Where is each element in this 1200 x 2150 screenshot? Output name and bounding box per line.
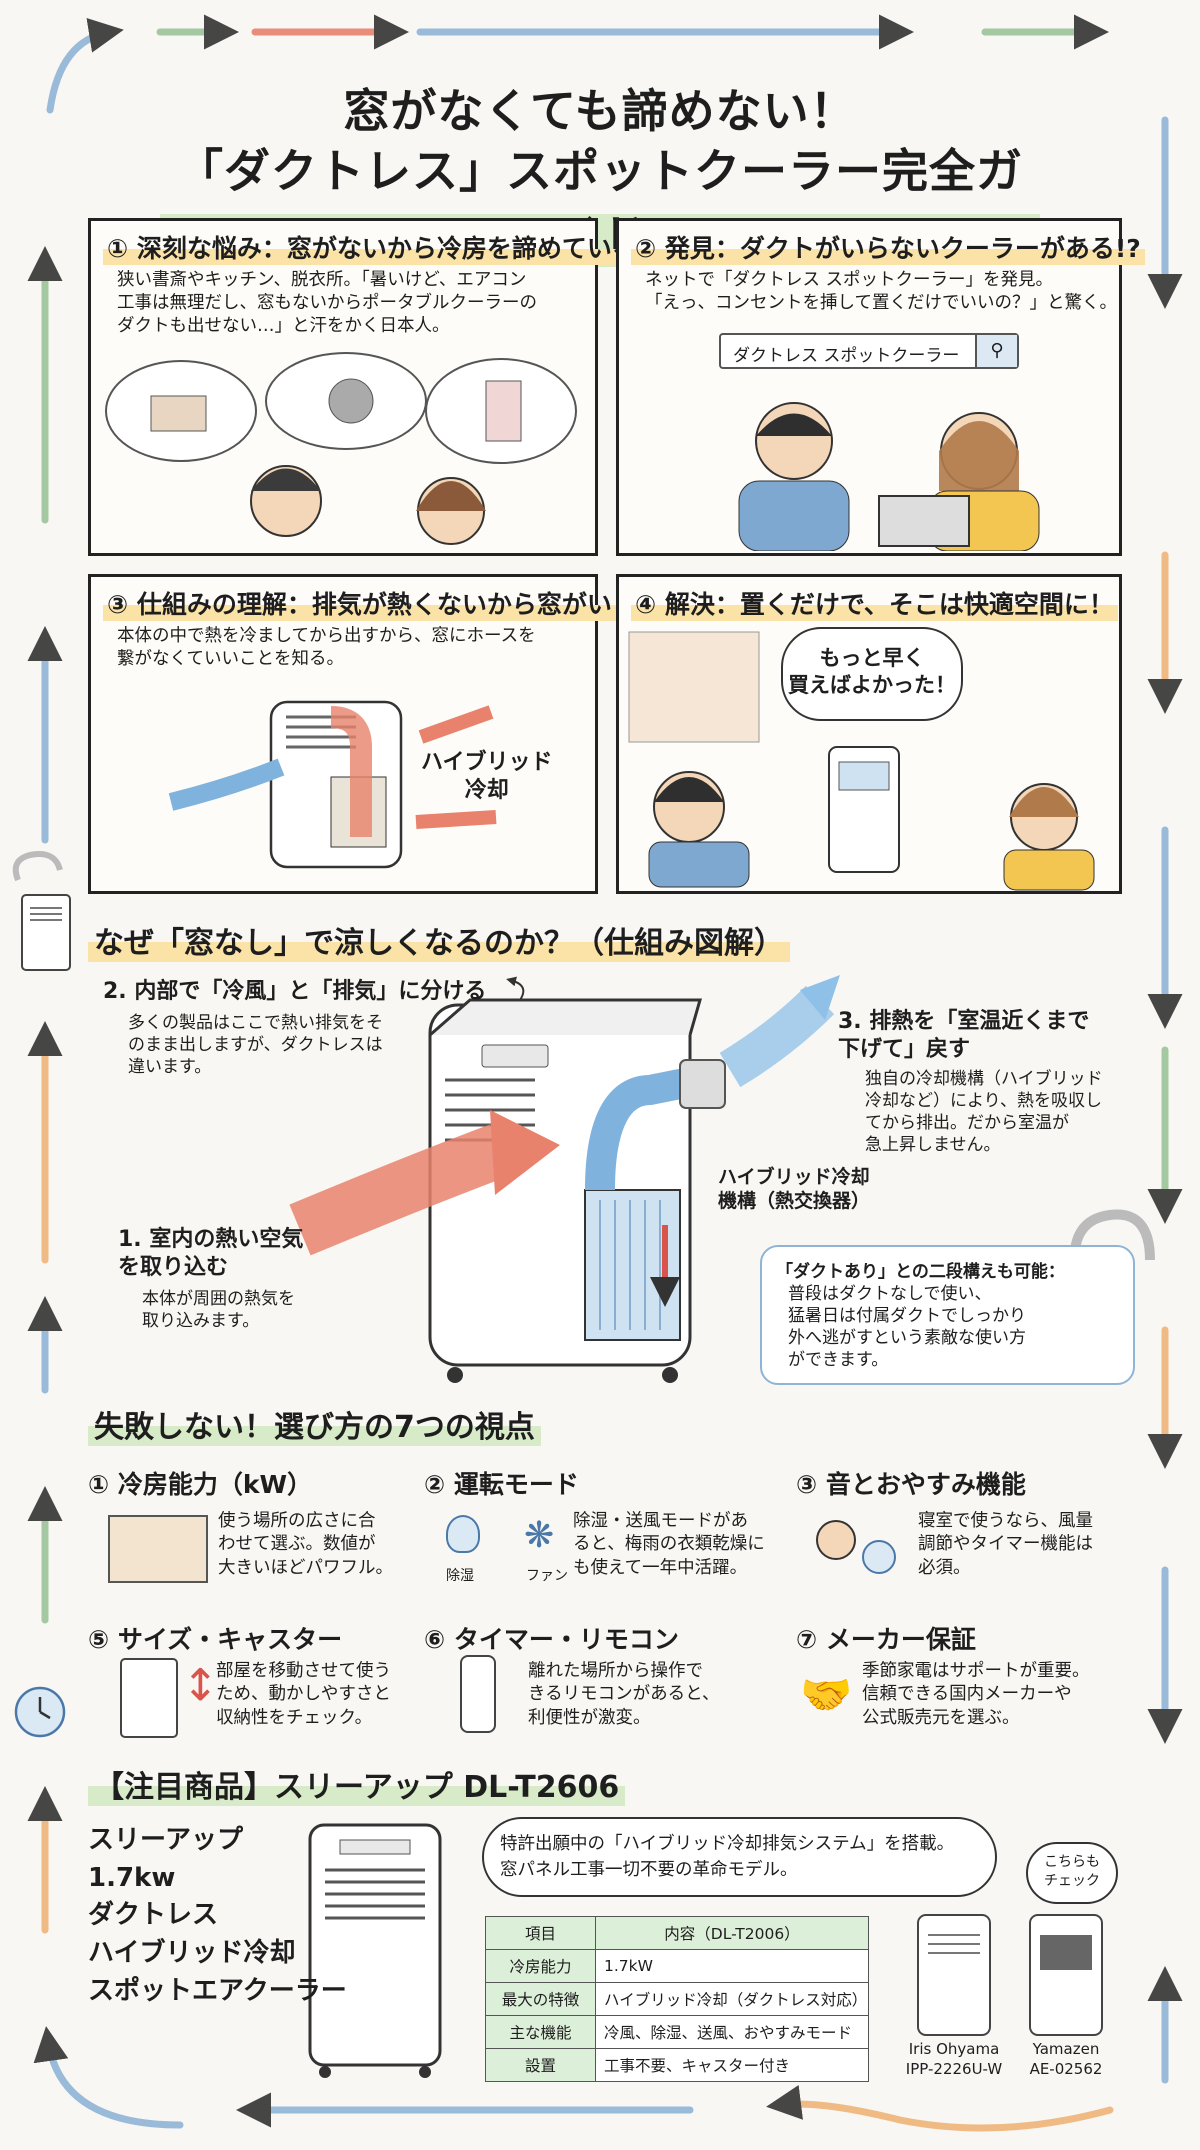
- hybrid-cooling-label: ハイブリッド 冷却: [421, 750, 553, 803]
- alt-product-1-model: IPP-2226U-W: [905, 2060, 1003, 2078]
- product-section-title: 【注目商品】スリーアップ DL-T2606: [88, 1762, 626, 1806]
- alt-product-2-model: AE-02562: [1029, 2060, 1103, 2078]
- search-input[interactable]: ダクトレス スポットクーラー: [733, 346, 960, 366]
- panel-discovery-title: ② 発見：ダクトがいらないクーラーがある!?: [631, 229, 1145, 265]
- feature-5-title: ⑤ サイズ・キャスター: [88, 1625, 343, 1654]
- panel-solution-title: ④ 解決：置くだけで、そこは快適空間に！: [631, 585, 1118, 621]
- height-arrow-icon: ↕: [182, 1660, 219, 1711]
- panel-problem-desc: 狭い書斎やキッチン、脱衣所。「暑いけど、エアコン 工事は無理だし、窓もないからポ…: [117, 270, 537, 337]
- fan-label: ファン: [526, 1568, 568, 1584]
- dehumidify-label: 除湿: [446, 1568, 474, 1584]
- table-row: 最大の特徴ハイブリッド冷却（ダクトレス対応）: [485, 1982, 869, 2016]
- spec-row-value: 冷風、除湿、送風、おやすみモード: [595, 2015, 869, 2049]
- room-size-icon: [108, 1515, 208, 1583]
- mechanism-step1-title: 1. 室内の熱い空気 を取り込む: [118, 1227, 304, 1280]
- feature-3-title: ③ 音とおやすみ機能: [796, 1470, 1026, 1499]
- mechanism-step2-desc: 多くの製品はここで熱い排気をそ のまま出しますが、ダクトレスは 違います。: [128, 1013, 383, 1078]
- solution-illustration: [628, 631, 1095, 891]
- spec-row-value: 1.7kW: [595, 1949, 869, 1983]
- dehumidify-icon: [446, 1515, 480, 1553]
- spec-row-label: 設置: [485, 2048, 596, 2082]
- mechanism-step3-title: 3. 排熱を「室温近くまで 下げて」戻す: [838, 1009, 1090, 1062]
- duct-note-box: 「ダクトあり」との二段構えも可能： 普段はダクトなしで使い、 猛暑日は付属ダクト…: [760, 1245, 1135, 1385]
- table-row: 主な機能冷風、除湿、送風、おやすみモード: [485, 2015, 869, 2049]
- feature-3-desc: 寝室で使うなら、風量 調節やタイマー機能は 必須。: [918, 1511, 1093, 1578]
- panel-problem: ① 深刻な悩み：窓がないから冷房を諦めている 狭い書斎やキッチン、脱衣所。「暑い…: [88, 218, 641, 556]
- spec-table-header: 項目 内容（DL-T2006）: [485, 1916, 869, 1950]
- product-speech-bubble: 特許出願中の「ハイブリッド冷却排気システム」を搭載。 窓パネル工事一切不要の革命…: [482, 1817, 997, 1897]
- spec-header-content: 内容（DL-T2006）: [595, 1916, 869, 1950]
- feature-2-desc: 除湿・送風モードがあ ると、梅雨の衣類乾燥に も使えて一年中活躍。: [573, 1511, 765, 1578]
- sleeping-person-icon: [816, 1520, 856, 1560]
- panel-solution: ④ 解決：置くだけで、そこは快適空間に！ もっと早く 買えばよかった！: [616, 574, 1122, 894]
- feature-1-desc: 使う場所の広さに合 わせて選ぶ。数値が 大きいほどパワフル。: [218, 1511, 393, 1578]
- feature-6-title: ⑥ タイマー・リモコン: [424, 1625, 679, 1654]
- panel-mechanism-title: ③ 仕組みの理解：排気が熱くないから窓がいらない: [103, 585, 691, 621]
- alt-product-2-brand: Yamazen: [1032, 2040, 1100, 2058]
- handshake-icon: 🤝: [800, 1670, 853, 1719]
- mechanism-hybrid-label: ハイブリッド冷却 機構（熱交換器）: [718, 1166, 871, 1212]
- spec-row-label: 最大の特徴: [485, 1982, 596, 2016]
- page-title-line1: 窓がなくても諦めない！: [343, 84, 857, 138]
- feature-1-title: ① 冷房能力（kW）: [88, 1470, 313, 1499]
- product-name: スリーアップ 1.7kw ダクトレス ハイブリッド冷却 スポットエアクーラー: [88, 1825, 347, 2006]
- feature-7-desc: 季節家電はサポートが重要。 信頼できる国内メーカーや 公式販売元を選ぶ。: [862, 1661, 1090, 1728]
- feature-5-desc: 部屋を移動させて使う ため、動かしやすさと 収納性をチェック。: [216, 1661, 391, 1728]
- discovery-illustration: [738, 402, 1040, 551]
- feature-7-title: ⑦ メーカー保証: [796, 1625, 976, 1654]
- table-row: 設置工事不要、キャスター付き: [485, 2048, 869, 2082]
- solution-speech-bubble: もっと早く 買えばよかった！: [781, 627, 963, 721]
- search-icon[interactable]: ⚲: [975, 335, 1017, 367]
- panel-mechanism-illustration: [168, 700, 497, 869]
- mechanism-step3-desc: 独自の冷却機構（ハイブリッド 冷却など）により、熱を吸収し てから排出。だから室…: [865, 1069, 1103, 1156]
- spec-row-value: ハイブリッド冷却（ダクトレス対応）: [595, 1982, 869, 2016]
- duct-note-title: 「ダクトあり」との二段構えも可能：: [776, 1262, 1065, 1282]
- duct-note-desc: 普段はダクトなしで使い、 猛暑日は付属ダクトでしっかり 外へ逃がすという素敵な使…: [788, 1284, 1026, 1371]
- compact-unit-icon: [120, 1658, 178, 1738]
- panel-discovery-desc: ネットで「ダクトレス スポットクーラー」を発見。 「えっ、コンセントを挿して置く…: [645, 270, 1117, 314]
- alt-product-1-brand: Iris Ohyama: [908, 2040, 1000, 2058]
- mechanism-step2-title: 2. 内部で「冷風」と「排気」に分ける: [103, 979, 487, 1004]
- mechanism-section-title: なぜ「窓なし」で涼しくなるのか？（仕組み図解）: [88, 918, 790, 962]
- panel-discovery: ② 発見：ダクトがいらないクーラーがある!? ネットで「ダクトレス スポットクー…: [616, 218, 1145, 556]
- product-unit-illustration: [308, 1823, 1103, 2078]
- fan-icon: ❋: [524, 1515, 555, 1556]
- search-box[interactable]: ダクトレス スポットクーラー ⚲: [719, 333, 1019, 369]
- remote-control-icon: [460, 1655, 496, 1733]
- clock-icon: [862, 1540, 896, 1574]
- mechanism-unit-illustration: [289, 975, 840, 1383]
- selection-section-title: 失敗しない！選び方の7つの視点: [88, 1402, 541, 1446]
- problem-illustration: [105, 352, 577, 545]
- spec-row-label: 冷房能力: [485, 1949, 596, 1983]
- mechanism-step1-desc: 本体が周囲の熱気を 取り込みます。: [142, 1289, 295, 1332]
- spec-row-label: 主な機能: [485, 2015, 596, 2049]
- spec-row-value: 工事不要、キャスター付き: [595, 2048, 869, 2082]
- feature-6-desc: 離れた場所から操作で きるリモコンがあると、 利便性が激変。: [528, 1661, 720, 1728]
- panel-mechanism: ③ 仕組みの理解：排気が熱くないから窓がいらない 本体の中で熱を冷ましてから出す…: [88, 574, 691, 894]
- panel-mechanism-desc: 本体の中で熱を冷ましてから出すから、窓にホースを 繋がなくていいことを知る。: [117, 626, 536, 670]
- spec-header-item: 項目: [485, 1916, 596, 1950]
- check-bubble: こちらも チェック: [1026, 1842, 1118, 1904]
- panel-problem-title: ① 深刻な悩み：窓がないから冷房を諦めている: [103, 229, 641, 265]
- feature-2-title: ② 運転モード: [424, 1470, 579, 1499]
